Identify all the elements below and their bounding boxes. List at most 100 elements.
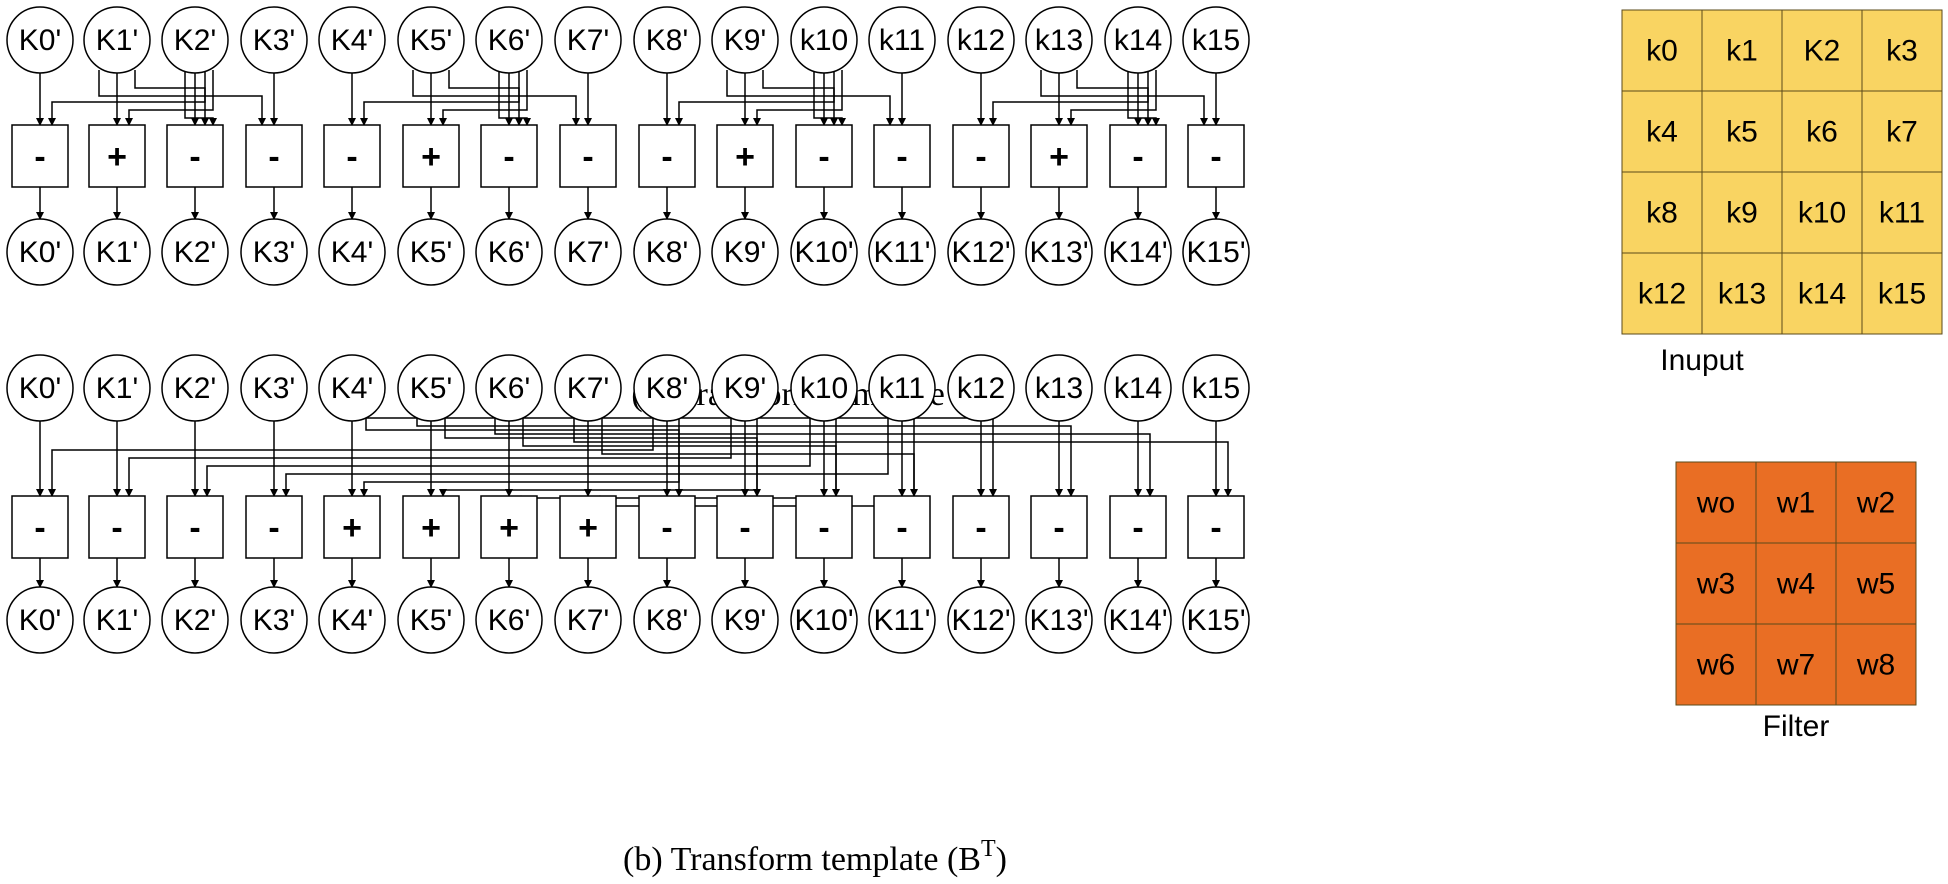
diag-a-input-circle-1 [83, 6, 151, 74]
diag-b-op-rect-3 [245, 495, 303, 559]
diag-a-op-rect-8 [638, 124, 696, 188]
diag-a-op-rect-4 [323, 124, 381, 188]
diag-b-input-label-1: K1' [96, 372, 138, 405]
diag-b-output-circle-10 [790, 586, 858, 654]
diag-b-input-node-5: K5' [397, 354, 465, 422]
diag-a-output-label-14: K14' [1108, 236, 1167, 269]
diag-a-op-rect-11 [873, 124, 931, 188]
diag-a-output-circle-15 [1182, 218, 1250, 286]
diag-a-cross-wire-8 [439, 70, 528, 126]
diag-b-op-minus-14: - [1132, 509, 1143, 547]
filter-matrix-cell-label-2-1: w7 [1776, 649, 1815, 682]
input-matrix-cell-label-1-0: k4 [1646, 116, 1678, 149]
diag-b-op-box-14: - [1109, 495, 1167, 559]
diag-a-cross-wire-3 [125, 70, 214, 126]
diag-a-cross-wire-17 [989, 70, 1149, 126]
diag-b-op-box-12: - [952, 495, 1010, 559]
diag-a-output-label-7: K7' [567, 236, 609, 269]
diag-b-input-label-14: k14 [1114, 372, 1162, 405]
diag-a-cross-wire-6 [412, 70, 580, 126]
diag-b-input-label-8: K8' [646, 372, 688, 405]
diag-a-output-circle-3 [240, 218, 308, 286]
diag-a-output-circle-9 [711, 218, 779, 286]
diag-b-op-minus-15: - [1210, 509, 1221, 547]
diag-b-output-label-11: K11' [874, 604, 931, 637]
diag-b-op-plus-4: + [342, 509, 362, 547]
diag-b-op-minus-12: - [975, 509, 986, 547]
diag-b-input-circle-0 [6, 354, 74, 422]
diag-b-op-box-6: + [480, 495, 538, 559]
diag-a-op-rect-6 [480, 124, 538, 188]
diag-a-output-node-15: K15' [1182, 218, 1250, 286]
diag-b-input-node-14: k14 [1104, 354, 1172, 422]
diag-b-input-label-6: K6' [488, 372, 530, 405]
diag-a-op-minus-10: - [818, 138, 829, 176]
filter-matrix-cell-bg-1-1 [1755, 542, 1837, 625]
diag-b-op-box-2: - [166, 495, 224, 559]
diag-b-op-rect-10 [795, 495, 853, 559]
input-matrix-cell-label-1-1: k5 [1726, 116, 1758, 149]
input-matrix-cell-label-3-1: k13 [1718, 278, 1766, 311]
filter-matrix-cell-bg-2-0 [1675, 623, 1757, 706]
diag-a-cross-wire-10 [762, 70, 838, 126]
diag-b-input-node-10: k10 [790, 354, 858, 422]
diag-b-op-rect-1 [88, 495, 146, 559]
filter-matrix-label: Filter [1763, 710, 1830, 743]
diag-b-input-circle-7 [554, 354, 622, 422]
input-matrix-cell-0-3: k3 [1861, 9, 1943, 92]
diag-a-op-box-12: - [952, 124, 1010, 188]
diag-a-op-rect-14 [1109, 124, 1167, 188]
diag-a-output-circle-14 [1104, 218, 1172, 286]
diag-b-input-node-4: K4' [318, 354, 386, 422]
diag-b-output-label-3: K3' [253, 604, 295, 637]
diag-b-output-label-2: K2' [174, 604, 216, 637]
diag-b-input-node-8: K8' [633, 354, 701, 422]
diag-a-op-rect-12 [952, 124, 1010, 188]
diag-b-op-box-10: - [795, 495, 853, 559]
diag-b-input-circle-9 [711, 354, 779, 422]
diag-a-input-label-8: K8' [646, 24, 688, 57]
diag-b-output-circle-6 [475, 586, 543, 654]
diag-a-op-box-0: - [11, 124, 69, 188]
diag-a-cross-wire-18 [1067, 70, 1157, 126]
diag-a-op-box-9: + [716, 124, 774, 188]
diag-a-output-circle-4 [318, 218, 386, 286]
filter-matrix-cell-1-0: w3 [1675, 542, 1757, 625]
input-matrix-cell-bg-2-0 [1621, 171, 1703, 254]
diag-b-op-box-8: - [638, 495, 696, 559]
diag-b-output-node-14: K14' [1104, 586, 1172, 654]
input-matrix-cell-1-0: k4 [1621, 90, 1703, 173]
diag-a-op-minus-15: - [1210, 138, 1221, 176]
diag-a-input-node-2: K2' [161, 6, 229, 74]
diag-b-input-node-2: K2' [161, 354, 229, 422]
input-matrix-cell-bg-1-0 [1621, 90, 1703, 173]
diag-b-op-minus-8: - [661, 509, 672, 547]
diag-b-cross-wire-6 [203, 418, 811, 497]
input-matrix-cell-2-2: k10 [1781, 171, 1863, 254]
diag-b-input-node-9: K9' [711, 354, 779, 422]
input-matrix-cell-2-3: k11 [1861, 171, 1943, 254]
diag-a-output-circle-8 [633, 218, 701, 286]
diag-a-input-label-9: K9' [724, 24, 766, 57]
diag-a-output-circle-6 [475, 218, 543, 286]
diag-b-input-circle-8 [633, 354, 701, 422]
input-matrix-cell-3-2: k14 [1781, 252, 1863, 335]
diag-b-output-node-13: K13' [1025, 586, 1093, 654]
diag-a-op-rect-1 [88, 124, 146, 188]
input-matrix-cell-label-0-1: k1 [1726, 35, 1758, 68]
diag-a-input-node-3: K3' [240, 6, 308, 74]
diagram-b-caption-main: (b) Transform template (B [623, 841, 981, 878]
diag-b-op-plus-7: + [578, 509, 598, 547]
diag-a-op-plus-9: + [735, 138, 755, 176]
diag-b-op-box-13: - [1030, 495, 1088, 559]
input-matrix-cell-label-2-3: k11 [1879, 197, 1925, 230]
diag-a-output-circle-2 [161, 218, 229, 286]
diag-a-output-label-5: K5' [410, 236, 452, 269]
diag-a-cross-wire-15 [1076, 70, 1152, 126]
diag-a-output-node-1: K1' [83, 218, 151, 286]
diag-a-input-label-13: k13 [1035, 24, 1083, 57]
diag-b-input-node-0: K0' [6, 354, 74, 422]
input-matrix-cell-bg-0-0 [1621, 9, 1703, 92]
diag-a-input-node-13: k13 [1025, 6, 1093, 74]
diag-b-input-label-13: k13 [1035, 372, 1083, 405]
